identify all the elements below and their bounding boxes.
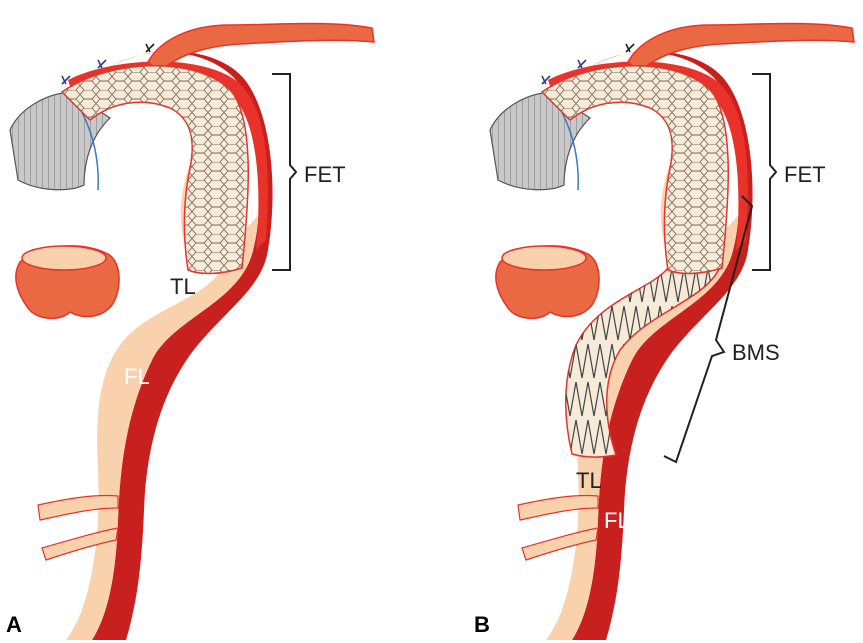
bms-label: BMS (732, 340, 780, 365)
true-lumen-label: TL (576, 468, 602, 493)
fet-bracket (272, 74, 296, 270)
panel-b: FET BMS TL FL B (474, 23, 854, 640)
fet-label: FET (784, 162, 826, 187)
panel-letter: A (6, 612, 22, 637)
panel-a: FET TL FL A (6, 23, 374, 640)
fet-bracket (752, 74, 776, 270)
true-lumen-label: TL (170, 274, 196, 299)
fet-label: FET (304, 162, 346, 187)
false-lumen-label: FL (604, 508, 630, 533)
panel-letter: B (474, 612, 490, 637)
false-lumen-label: FL (124, 364, 150, 389)
